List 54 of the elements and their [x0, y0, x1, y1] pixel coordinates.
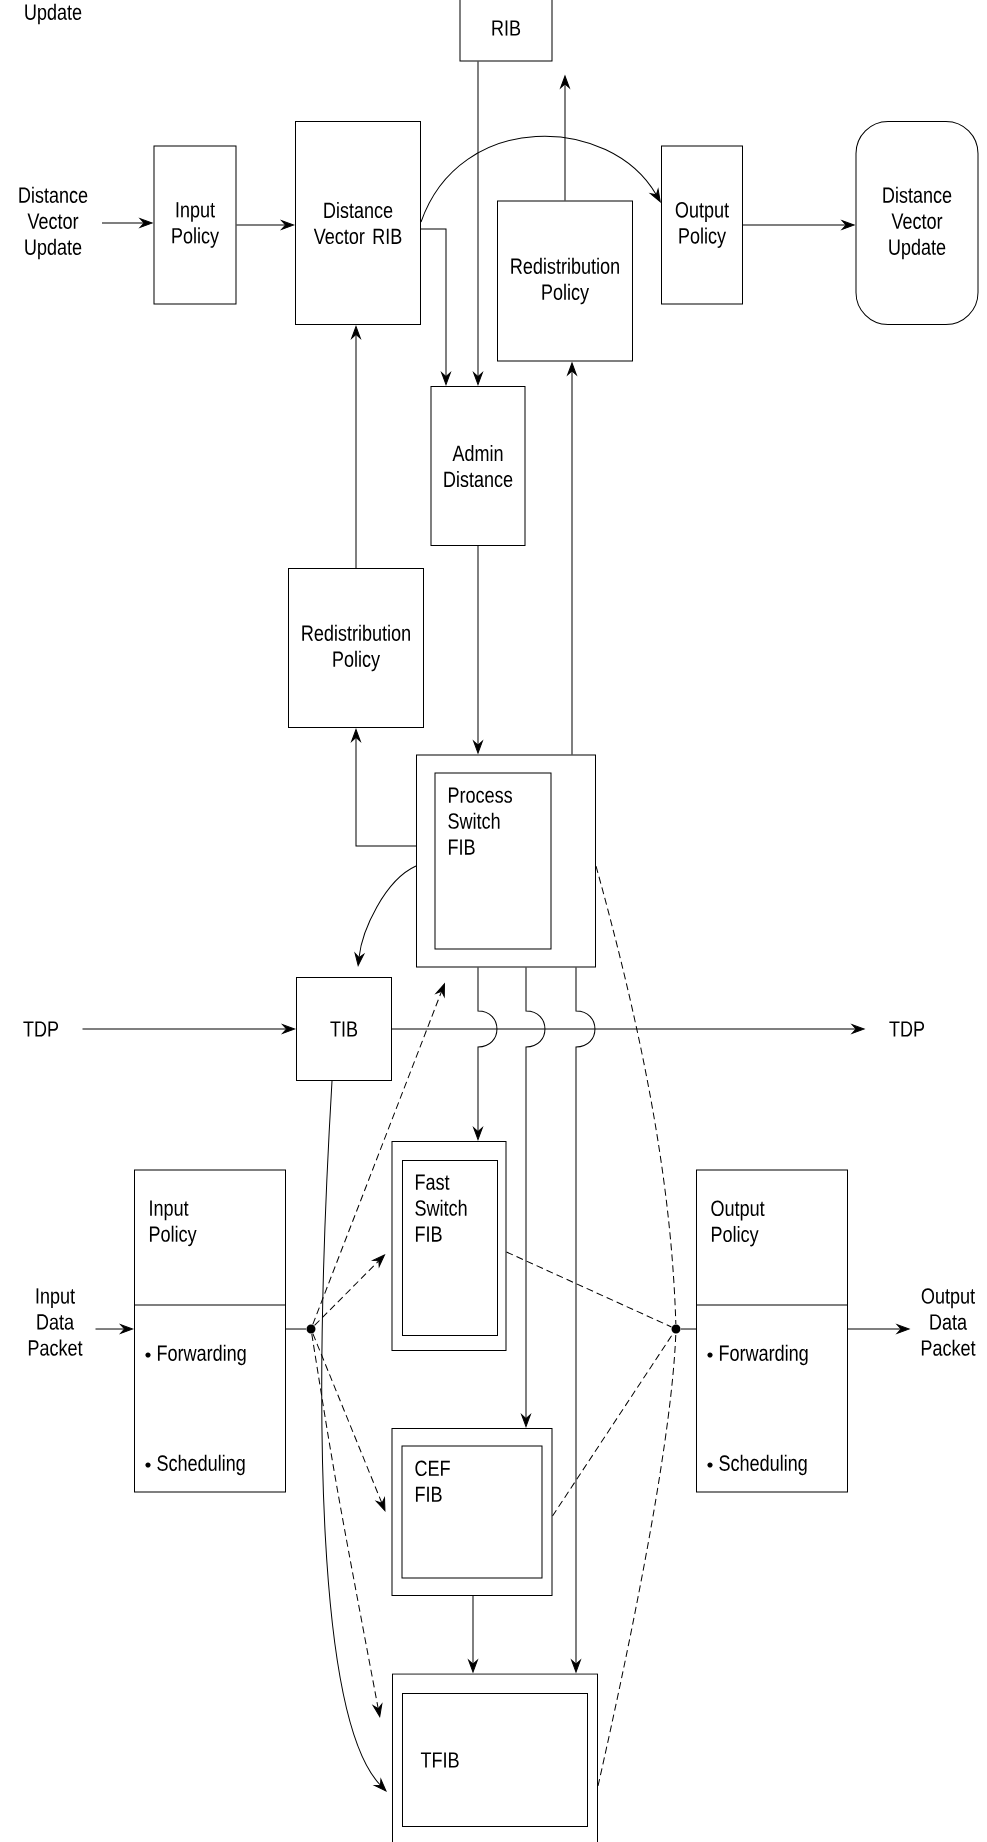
dashed-line	[595, 865, 677, 1325]
connector-line	[680, 1328, 697, 1330]
node-label: TDP	[23, 1021, 59, 1037]
arrow	[351, 728, 417, 847]
connector-line	[285, 1328, 307, 1330]
arrow	[420, 135, 661, 223]
process-box: TIB	[296, 977, 392, 1081]
process-box: Redistribution Policy	[288, 568, 424, 728]
arrow	[571, 967, 596, 1673]
arrow	[391, 1024, 865, 1034]
table-box: Process Switch FIB	[434, 772, 552, 950]
arrow	[473, 61, 483, 386]
dashed-arrow	[314, 1254, 385, 1326]
process-box: Distance Vector RIB	[295, 121, 421, 325]
dashed-arrow	[312, 1333, 386, 1512]
policy-box: Output Policy Forwarding Scheduling	[695, 1169, 848, 1493]
arrow	[95, 1324, 134, 1334]
arrow	[351, 325, 361, 569]
arrow	[521, 967, 546, 1428]
arrow	[560, 75, 570, 201]
arrow	[82, 1024, 296, 1034]
arrow	[420, 228, 451, 386]
arrow	[354, 865, 417, 967]
frame-box	[416, 754, 596, 968]
process-box: Input Policy	[153, 145, 237, 305]
frame-box	[392, 1673, 598, 1842]
dashed-arrow	[311, 1333, 383, 1718]
arrow	[473, 967, 498, 1141]
process-box: Output Policy	[661, 145, 743, 305]
node-label: TDP	[889, 1021, 925, 1037]
arrow	[567, 362, 577, 755]
dashed-arrow	[312, 983, 445, 1325]
frame-box	[391, 1428, 553, 1596]
arrow	[101, 218, 153, 228]
arrow	[847, 1324, 910, 1334]
process-box: Admin Distance	[430, 386, 526, 546]
terminator-box: Distance Vector Update	[855, 121, 979, 325]
arrow	[468, 1595, 478, 1673]
node-label: Distance Vector Update	[19, 186, 88, 260]
table-box: CEF FIB	[401, 1445, 543, 1579]
table-box: TFIB	[402, 1693, 588, 1827]
arrow	[236, 220, 295, 230]
node-label: Output Data Packet	[921, 1288, 976, 1356]
process-box: RIB	[459, 0, 553, 62]
frame-box	[391, 1141, 507, 1351]
node-label: Input Data Packet	[28, 1288, 83, 1356]
text-label: Update	[25, 3, 82, 25]
process-box: Redistribution Policy	[497, 200, 633, 362]
table-box: Fast Switch FIB	[402, 1160, 498, 1336]
arrow	[473, 545, 483, 754]
arrow	[321, 1080, 387, 1792]
dashed-line	[506, 1251, 672, 1328]
arrow	[742, 220, 855, 230]
policy-box: Input Policy Forwarding Scheduling	[133, 1169, 286, 1493]
